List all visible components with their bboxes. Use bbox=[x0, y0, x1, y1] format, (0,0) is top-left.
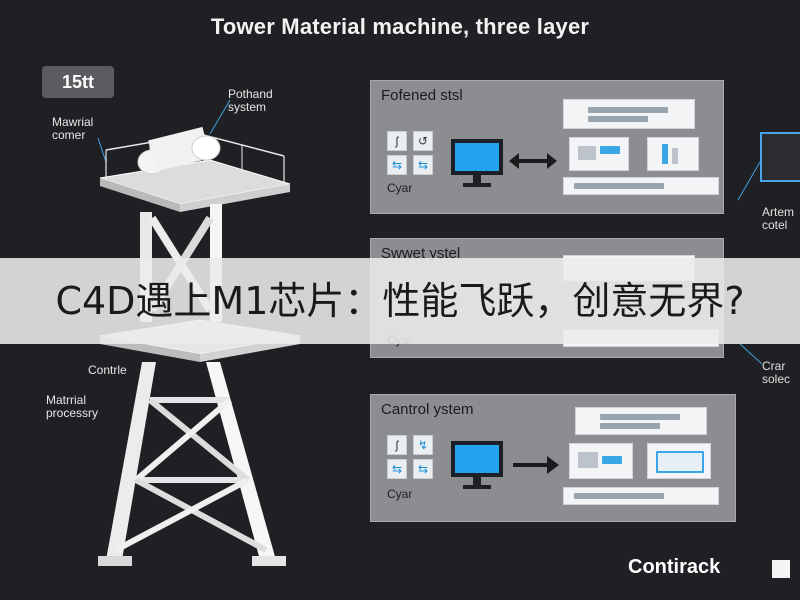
wireframe-thumbnail bbox=[569, 137, 629, 171]
side-monitor bbox=[760, 132, 800, 182]
callout-mid-left: Contrle bbox=[88, 363, 127, 377]
panel-bottom-label: Cyar bbox=[387, 181, 413, 195]
sync-icon[interactable]: ⇆ bbox=[413, 155, 433, 175]
callout-top-right: Pothand system bbox=[228, 87, 273, 114]
wireframe-bar bbox=[563, 487, 719, 505]
panel-title: Cantrol ystem bbox=[381, 401, 474, 418]
side-label-bottom: Crar solec bbox=[762, 359, 791, 386]
sync-icon[interactable]: ⇆ bbox=[387, 459, 407, 479]
panel-feed-system: Fofened stsl ʃ ↺ ⇆ ⇆ Cyar bbox=[370, 80, 724, 214]
sync-icon[interactable]: ⇆ bbox=[413, 459, 433, 479]
wireframe-thumbnail bbox=[647, 137, 699, 171]
headline-banner: C4D遇上M1芯片：性能飞跃，创意无界? bbox=[0, 258, 800, 344]
connector-line bbox=[737, 161, 761, 201]
power-icon[interactable]: ↯ bbox=[413, 435, 433, 455]
monitor-icon bbox=[451, 441, 503, 489]
double-arrow-icon bbox=[509, 153, 557, 169]
panel-title: Swwet ystel bbox=[381, 245, 461, 262]
panel-title: Fofened stsl bbox=[381, 87, 463, 104]
monitor-icon bbox=[451, 139, 503, 187]
headline-text: C4D遇上M1芯片：性能飞跃，创意无界? bbox=[55, 279, 745, 323]
panel-bottom-label: Cyar bbox=[387, 487, 413, 501]
right-arrow-icon bbox=[513, 456, 559, 474]
layer-badge: 15tt bbox=[42, 66, 114, 98]
side-label-top: Artem cotel bbox=[762, 205, 795, 232]
wireframe-bar bbox=[563, 177, 719, 195]
wireframe-thumbnail bbox=[647, 443, 711, 479]
tower-illustration bbox=[97, 100, 301, 566]
wireframe-card bbox=[575, 407, 707, 435]
brand-logo: Contirack bbox=[628, 556, 721, 578]
callout-top-left: Mawrial comer bbox=[52, 115, 94, 142]
wireframe-thumbnail bbox=[569, 443, 633, 479]
tool-icon[interactable]: ʃ bbox=[387, 131, 407, 151]
tool-icon[interactable]: ʃ bbox=[387, 435, 407, 455]
callout-bottom-left: Matrrial processry bbox=[46, 393, 99, 420]
brand-square-icon bbox=[772, 560, 790, 578]
connector-line bbox=[739, 343, 763, 365]
panel-control-system: Cantrol ystem ʃ ↯ ⇆ ⇆ Cyar bbox=[370, 394, 736, 522]
rotate-icon[interactable]: ↺ bbox=[413, 131, 433, 151]
sync-icon[interactable]: ⇆ bbox=[387, 155, 407, 175]
wireframe-card bbox=[563, 99, 695, 129]
diagram-title: Tower Material machine, three layer bbox=[210, 14, 590, 39]
